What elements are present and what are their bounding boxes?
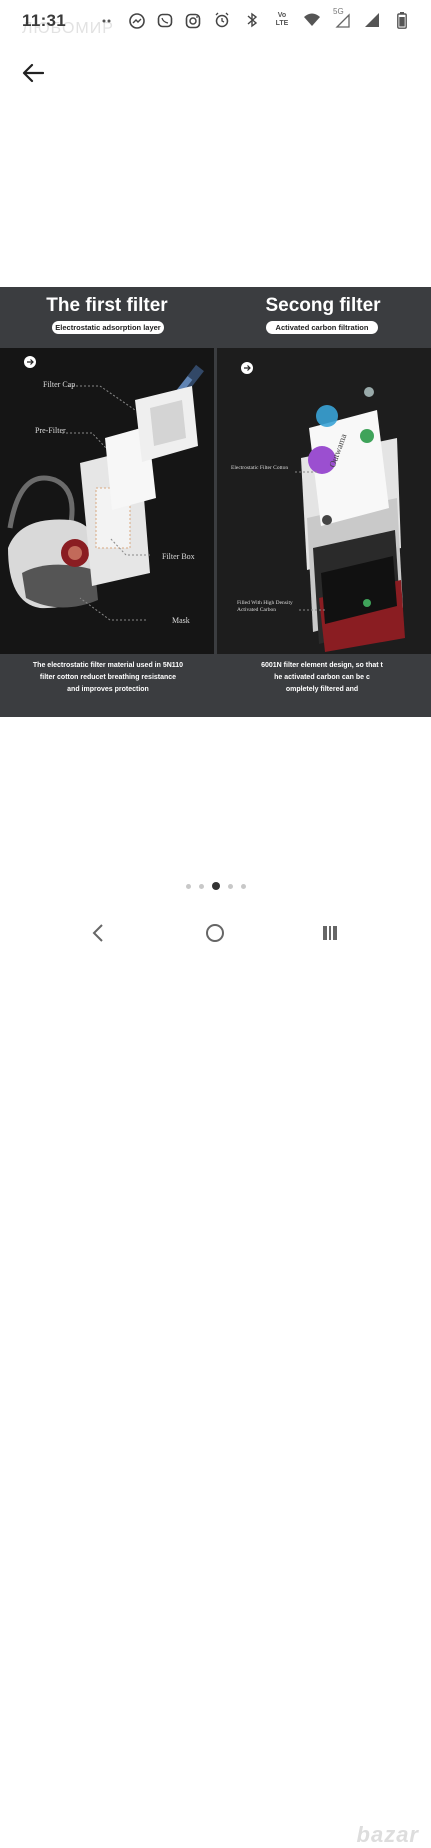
bluetooth-icon [243,11,261,29]
battery-icon [393,11,411,29]
carbon-callout-line-1: Filled With High Density [237,600,293,606]
alarm-icon [213,11,231,29]
home-circle-icon [206,924,224,942]
messenger-icon [128,12,146,30]
nav-home-button[interactable] [203,921,227,945]
carbon-callout-line-2: Activated Carbon [237,607,276,613]
chevron-left-icon [92,924,103,942]
signal-icon [363,11,381,29]
status-bar: ЛЮБОМИР 11:31 Vo LTE 5G [0,0,431,40]
dots-icon [100,12,118,30]
system-navigation-bar: bazar [0,905,431,1847]
filter-cap-callout: Filter Cap [43,380,76,389]
right-caption: 6001N filter element design, so that t h… [222,660,422,696]
recents-icon [323,926,337,940]
carbon-filter-illustration [295,387,405,652]
first-filter-title: The first filter [46,295,168,316]
right-caption-line: ompletely filtered and [285,686,359,693]
nav-recents-button[interactable] [318,921,342,945]
left-caption-line: The electrostatic filter material used i… [32,662,184,669]
bazar-watermark: bazar [356,1822,419,1847]
pager-dot[interactable] [198,883,204,889]
arrow-right-icon [24,356,36,368]
respirator-mask-illustration [7,364,204,621]
volte-icon: Vo LTE [275,12,289,27]
viber-icon [156,12,174,30]
nav-back-button[interactable] [86,921,110,945]
first-filter-pill: Electrostatic adsorption layer [52,321,164,334]
status-time: 11:31 [22,11,67,30]
second-filter-pill: Activated carbon filtration [266,321,378,334]
second-filter-illustration: Outwama Electrostatic Filter Cotton Fill… [217,348,431,654]
pre-filter-callout: Pre-Filter [35,426,66,435]
left-caption: The electrostatic filter material used i… [8,660,208,696]
pager-dot[interactable] [227,883,233,889]
back-button[interactable] [18,58,48,88]
filter-box-callout: Filter Box [162,552,195,561]
notification-icons [100,12,202,30]
faded-header-title: ЛЮБОМИР [22,20,114,37]
electrostatic-cotton-callout: Electrostatic Filter Cotton [231,465,289,471]
pager-dot[interactable] [185,883,191,889]
pager-dot[interactable] [240,883,246,889]
arrow-right-icon [241,362,253,374]
wifi-icon [303,11,321,29]
right-caption-line: 6001N filter element design, so that t [261,662,383,669]
second-filter-title: Secong filter [265,295,381,316]
image-pager[interactable] [0,882,431,890]
mask-callout: Mask [172,616,190,625]
arrow-left-icon [22,63,44,83]
network-type-label: 5G [333,7,344,16]
instagram-icon [184,12,202,30]
first-filter-illustration: Filter Cap Pre-Filter Filter Box Mask [0,348,214,654]
signal-5g-icon: 5G [333,7,351,29]
left-caption-line: filter cotton reducet breathing resistan… [39,674,177,681]
right-caption-line: he activated carbon can be c [274,674,370,681]
system-icons: Vo LTE 5G [213,7,411,29]
left-caption-line: and improves protection [67,686,149,693]
pager-dot-active[interactable] [211,882,220,890]
